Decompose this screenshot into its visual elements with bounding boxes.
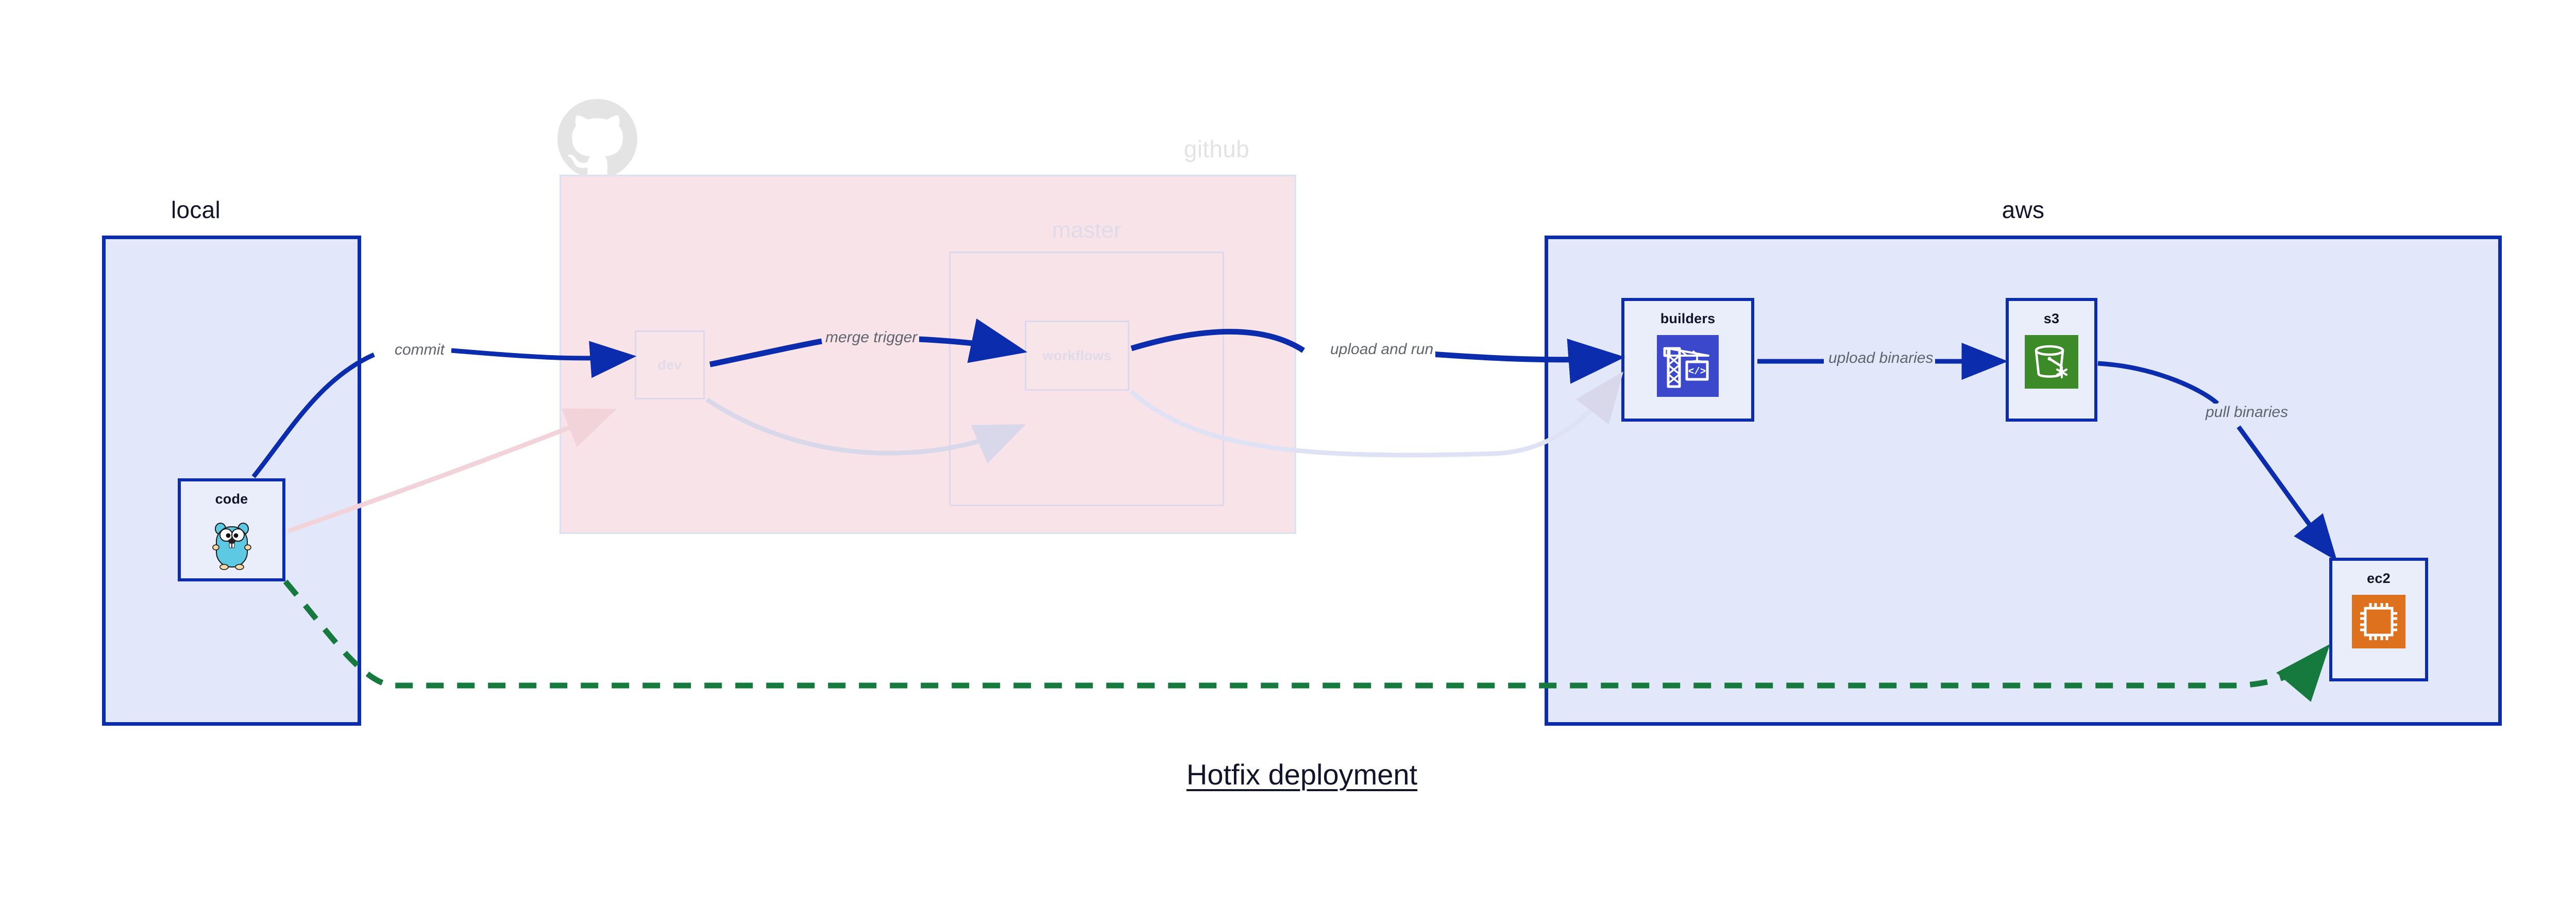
aws-s3-bucket-icon <box>2025 335 2078 391</box>
zone-github[interactable] <box>560 175 1296 534</box>
edge-label-commit: commit <box>393 341 447 359</box>
svg-text:</>: </> <box>1688 366 1706 377</box>
node-dev[interactable]: dev <box>635 330 705 399</box>
node-code[interactable]: code <box>178 478 285 581</box>
edge-label-pull-binaries: pull binaries <box>2204 404 2291 421</box>
node-code-label: code <box>215 491 248 507</box>
zone-local-label: local <box>171 196 221 223</box>
edge-label-merge-trigger: merge trigger <box>823 329 920 346</box>
node-dev-label: dev <box>657 357 682 373</box>
node-ec2-label: ec2 <box>2367 571 2391 586</box>
diagram-title: Hotfix deployment <box>1186 758 1418 791</box>
node-ec2[interactable]: ec2 <box>2329 558 2428 681</box>
edge-label-upload-and-run: upload and run <box>1328 341 1436 358</box>
zone-github-label: github <box>1183 136 1249 162</box>
edge-label-upload-binaries: upload binaries <box>1826 349 1936 367</box>
node-workflows-label: workflows <box>1042 347 1112 363</box>
zone-aws-label: aws <box>2002 196 2045 223</box>
node-workflows[interactable]: workflows <box>1025 321 1129 391</box>
aws-ec2-chip-icon <box>2352 595 2405 651</box>
node-s3[interactable]: s3 <box>2006 298 2097 422</box>
github-octocat-icon <box>557 99 637 179</box>
go-gopher-icon <box>208 515 256 574</box>
node-builders-label: builders <box>1660 311 1716 326</box>
node-builders[interactable]: builders </> <box>1621 298 1754 422</box>
node-s3-label: s3 <box>2043 311 2060 326</box>
node-master-label: master <box>1052 218 1122 243</box>
aws-codebuild-crane-icon: </> <box>1657 335 1719 399</box>
